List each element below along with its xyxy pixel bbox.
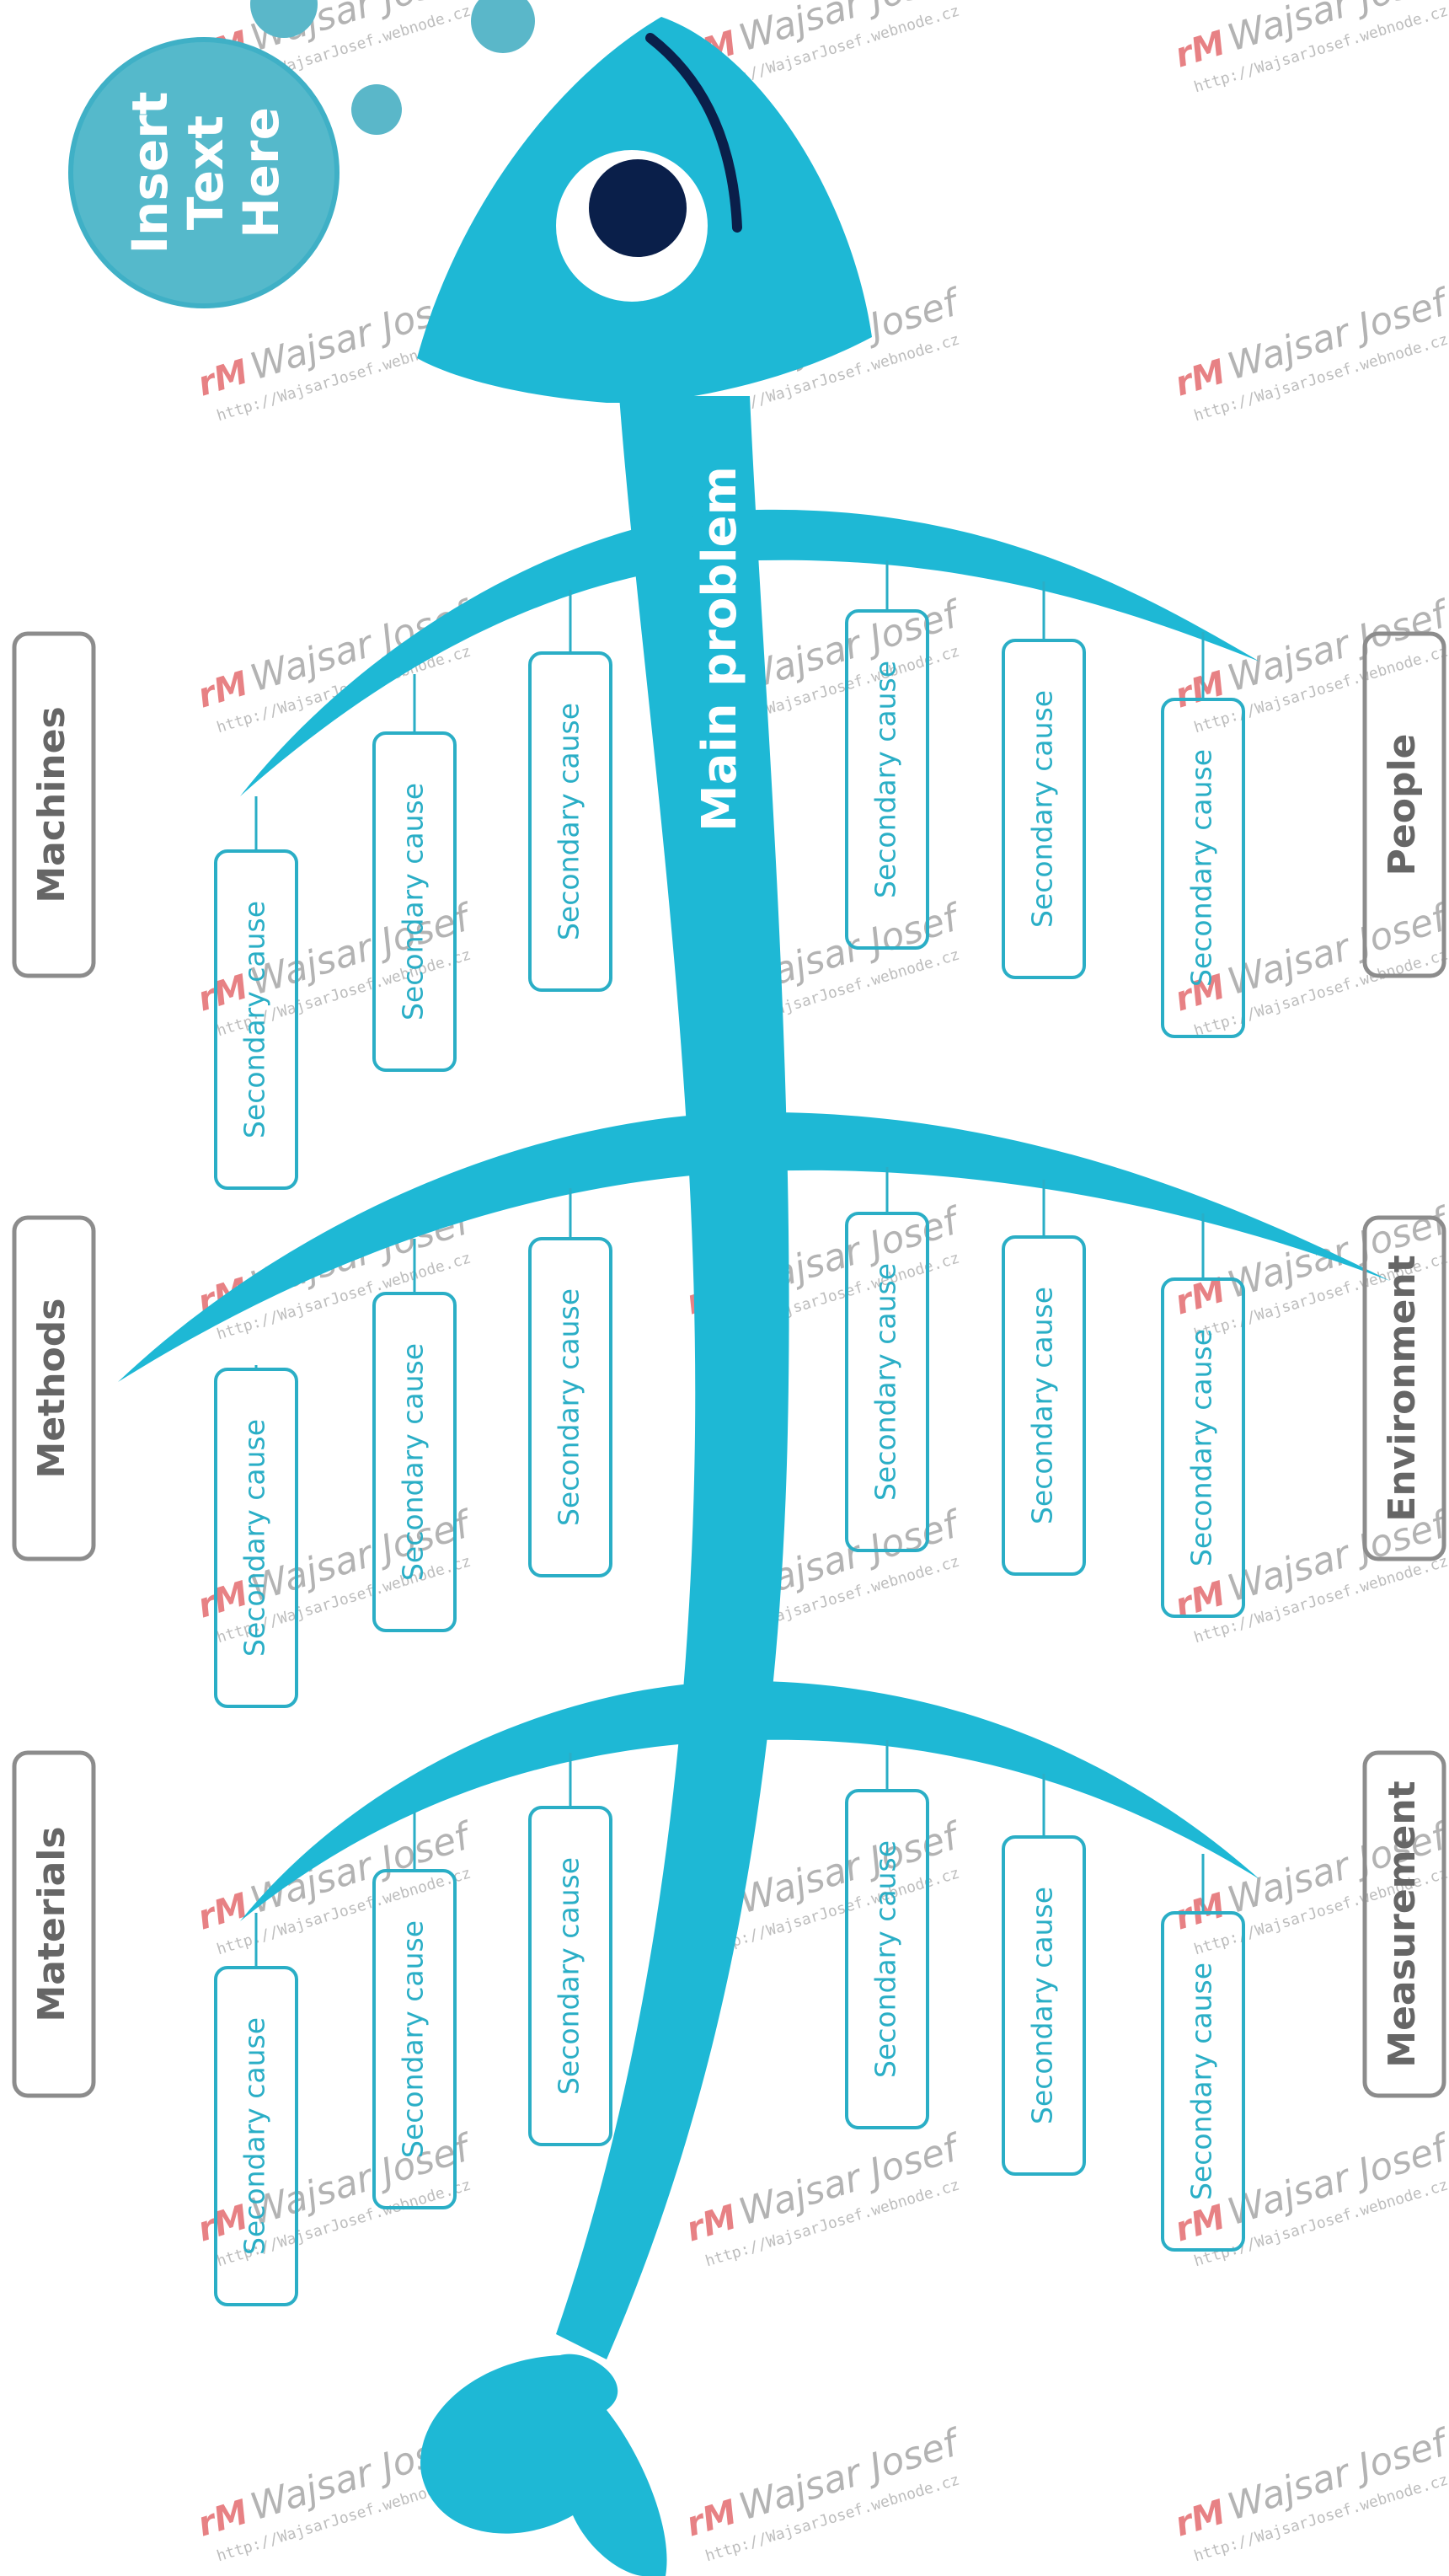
- watermark-logo: rM: [193, 1886, 252, 1937]
- secondary-cause-label: Secondary cause: [1026, 1887, 1059, 2124]
- secondary-cause-label: Secondary cause: [869, 661, 902, 898]
- category-label-machines: Machines: [30, 706, 73, 902]
- secondary-cause-box: [845, 1212, 929, 1552]
- watermark-logo: rM: [1170, 664, 1229, 715]
- bubble: [250, 0, 318, 38]
- secondary-cause-label: Secondary cause: [553, 703, 585, 940]
- watermark-logo: rM: [1170, 24, 1229, 75]
- secondary-cause-label: Secondary cause: [397, 1343, 430, 1581]
- category-box-left: [12, 1750, 96, 2098]
- category-box-right: [1362, 631, 1446, 978]
- watermark-logo: rM: [193, 352, 252, 404]
- category-label-environment: Environment: [1381, 1255, 1424, 1521]
- category-label-people: People: [1381, 734, 1424, 876]
- fish-tail: [420, 2354, 667, 2576]
- secondary-cause-label: Secondary cause: [1026, 690, 1059, 928]
- category-box-left: [12, 1215, 96, 1561]
- fish-spine: [556, 396, 789, 2359]
- watermark-logo: rM: [1170, 2198, 1229, 2249]
- category-box-right: [1362, 1750, 1446, 2098]
- fish-bone-1: [240, 509, 1259, 796]
- secondary-cause-box: [372, 1869, 457, 2209]
- watermark-logo: rM: [1170, 1574, 1229, 1625]
- secondary-cause-box: [1161, 1911, 1245, 2252]
- circle-text-line-2: Text: [177, 115, 234, 230]
- fish-bone-3: [240, 1680, 1259, 1921]
- secondary-cause-box: [1002, 639, 1086, 979]
- secondary-cause-box: [1002, 1235, 1086, 1576]
- secondary-cause-label: Secondary cause: [553, 1857, 585, 2095]
- gill-line: [645, 33, 742, 233]
- secondary-cause-label: Secondary cause: [238, 901, 271, 1138]
- secondary-cause-box: [1002, 1835, 1086, 2176]
- secondary-cause-box: [1161, 698, 1245, 1038]
- insert-text-circle: [68, 37, 340, 308]
- secondary-cause-label: Secondary cause: [1026, 1287, 1059, 1524]
- secondary-cause-box: [214, 1368, 298, 1708]
- secondary-cause-label: Secondary cause: [1185, 1329, 1218, 1566]
- secondary-cause-box: [528, 1806, 612, 2146]
- secondary-cause-label: Secondary cause: [869, 1263, 902, 1501]
- secondary-cause-label: Secondary cause: [238, 1419, 271, 1657]
- secondary-cause-box: [528, 1237, 612, 1577]
- secondary-cause-box: [1161, 1277, 1245, 1618]
- watermark-logo: rM: [682, 2493, 741, 2544]
- secondary-cause-label: Secondary cause: [553, 1288, 585, 1526]
- bubble: [351, 84, 402, 135]
- circle-text-line-1: Insert: [121, 91, 179, 254]
- secondary-cause-label: Secondary cause: [1185, 1963, 1218, 2200]
- eye-pupil: [589, 159, 687, 257]
- category-label-materials: Materials: [30, 1826, 73, 2022]
- fish: [118, 17, 1390, 2576]
- bubble: [471, 0, 535, 53]
- secondary-cause-label: Secondary cause: [238, 2017, 271, 2255]
- secondary-cause-box: [214, 1966, 298, 2306]
- secondary-cause-label: Secondary cause: [1185, 749, 1218, 987]
- watermark-logo: rM: [1170, 352, 1229, 404]
- secondary-cause-label: Secondary cause: [869, 1840, 902, 2078]
- fish-bone-2: [118, 1111, 1390, 1382]
- secondary-cause-label: Secondary cause: [397, 1920, 430, 2158]
- secondary-cause-box: [845, 609, 929, 950]
- secondary-cause-box: [372, 1292, 457, 1632]
- watermark-logo: rM: [682, 2198, 741, 2249]
- watermark-logo: rM: [1170, 2493, 1229, 2544]
- category-label-measurement: Measurement: [1381, 1781, 1424, 2067]
- category-label-methods: Methods: [30, 1299, 73, 1479]
- watermark-logo: rM: [193, 664, 252, 715]
- category-box-right: [1362, 1215, 1446, 1561]
- secondary-cause-box: [372, 731, 457, 1072]
- secondary-cause-label: Secondary cause: [397, 783, 430, 1020]
- secondary-cause-box: [528, 651, 612, 992]
- main-problem-label: Main problem: [692, 466, 747, 832]
- category-box-left: [12, 631, 96, 978]
- circle-text-line-3: Here: [233, 107, 290, 238]
- secondary-cause-box: [845, 1789, 929, 2129]
- secondary-cause-box: [214, 849, 298, 1190]
- connector-lines: [254, 560, 1205, 1968]
- watermark-logo: rM: [193, 2493, 252, 2544]
